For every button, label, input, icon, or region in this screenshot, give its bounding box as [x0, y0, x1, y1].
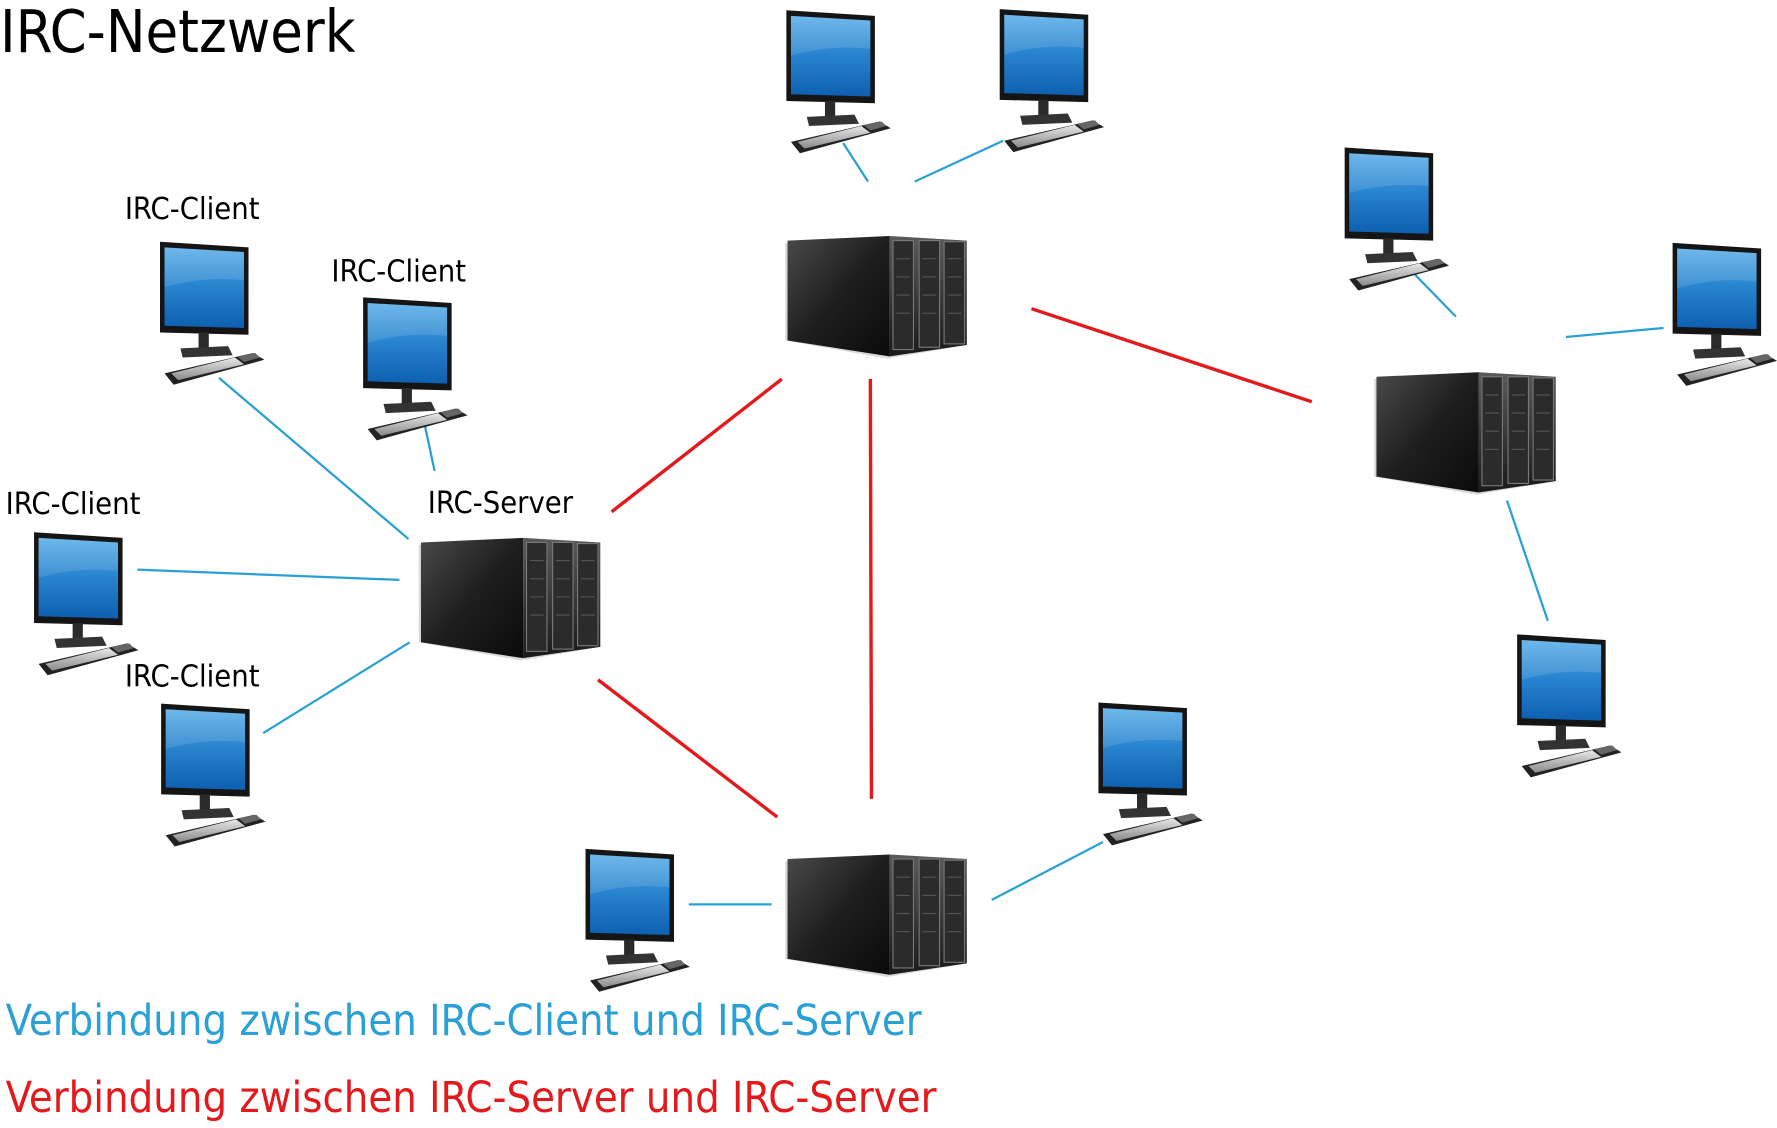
link-s-left-s-bottom: [596, 678, 779, 819]
server-s-bottom: [784, 853, 968, 978]
computer-c1: [159, 241, 265, 385]
diagram-title: IRC-Netzwerk: [0, 0, 356, 66]
link-c8-s-right: [1565, 326, 1664, 339]
server-links: [596, 307, 1313, 819]
label-c4: IRC-Client: [125, 660, 260, 695]
link-s-top-s-bottom: [868, 379, 874, 799]
link-c4-s-left: [262, 641, 411, 735]
label-c1: IRC-Client: [125, 192, 260, 227]
label-s-left: IRC-Server: [428, 486, 574, 521]
computer-c2: [363, 297, 468, 441]
server-s-right: [1373, 371, 1557, 496]
legend-client-server: Verbindung zwischen IRC-Client und IRC-S…: [6, 996, 922, 1046]
link-c3-s-left: [137, 568, 400, 582]
link-c11-s-bottom: [991, 841, 1104, 901]
computer-c8: [1672, 242, 1777, 386]
link-c2-s-left: [423, 423, 436, 472]
computer-c6: [999, 9, 1105, 153]
link-s-top-s-right: [1030, 307, 1313, 404]
computer-c4: [161, 703, 266, 847]
link-c9-s-right: [1505, 500, 1549, 622]
server-s-left: [418, 537, 601, 662]
link-c6-s-top: [914, 139, 1004, 183]
link-s-left-s-top: [610, 377, 783, 514]
computer-c3: [34, 532, 139, 676]
computer-c5: [786, 10, 891, 154]
computer-c11: [1098, 702, 1203, 846]
server-s-top: [784, 235, 968, 360]
link-c1-s-left: [218, 377, 410, 540]
client-links: [137, 139, 1664, 906]
computer-c10: [585, 848, 690, 992]
label-c3: IRC-Client: [6, 487, 141, 522]
computer-c9: [1517, 634, 1622, 778]
computer-c7: [1344, 147, 1450, 291]
label-c2: IRC-Client: [331, 254, 466, 289]
link-c7-s-right: [1414, 273, 1457, 318]
link-c5-s-top: [842, 142, 870, 183]
legend-server-server: Verbindung zwischen IRC-Server und IRC-S…: [6, 1073, 937, 1123]
